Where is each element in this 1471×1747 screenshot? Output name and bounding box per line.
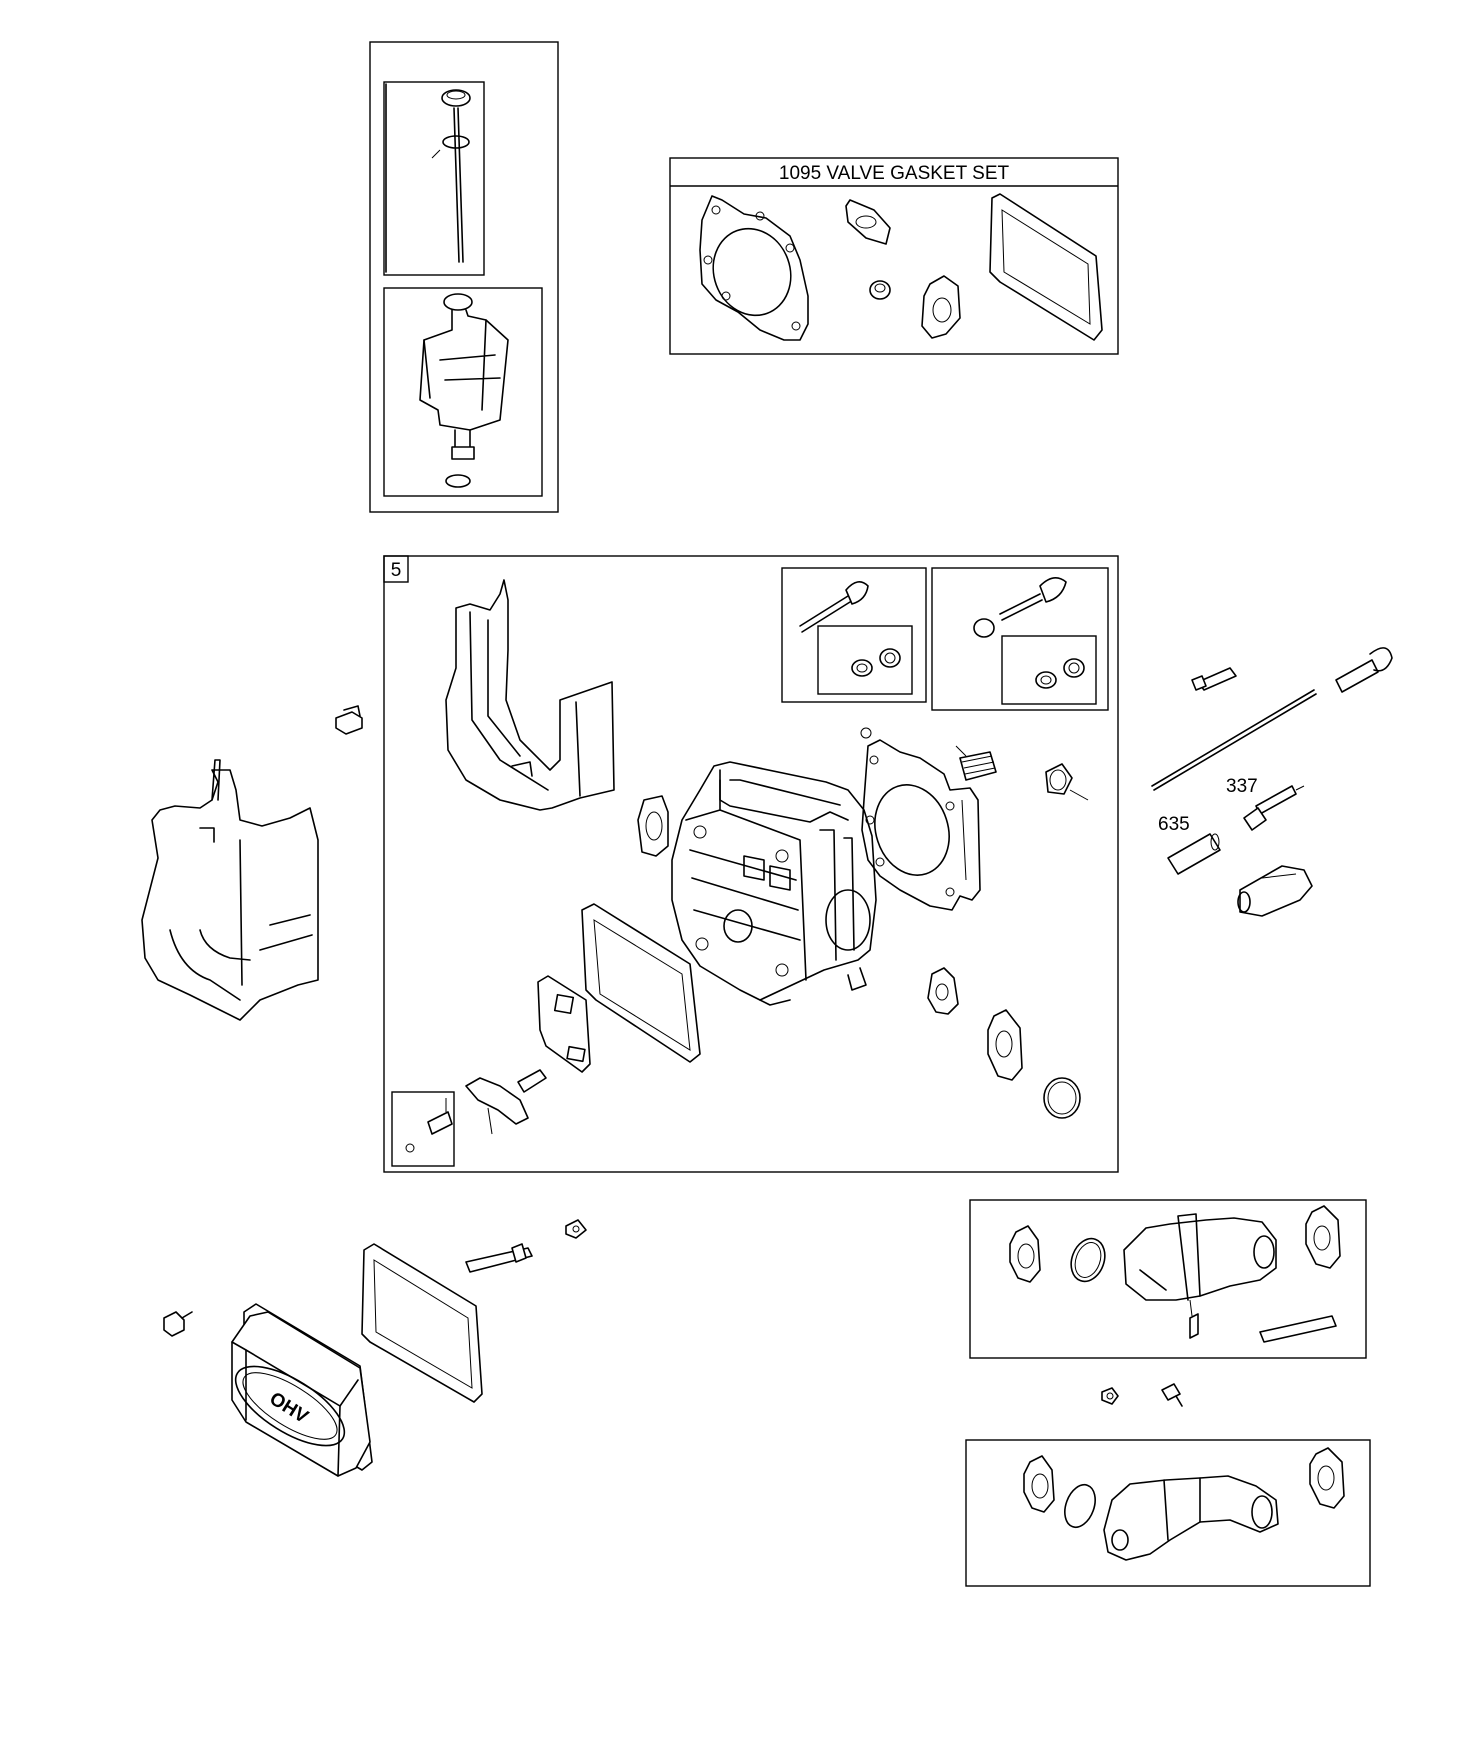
intake-manifold-box-1 [969,1199,1367,1359]
head-gasket [699,195,809,341]
gasket-set-title: 1095 VALVE GASKET SET [779,163,1010,184]
bolt-left [335,705,363,735]
exhaust-gasket-small [927,967,959,1015]
inset-box-fastener [391,1091,455,1167]
oil-fill-group [369,41,559,513]
valve-spring-1 [955,745,997,781]
o-ring [1043,1077,1081,1119]
valve-box-exhaust [931,567,1109,711]
port-gasket [637,795,669,857]
cover-gasket [361,1243,483,1403]
rocker-arm [465,1077,529,1135]
valve-right [1335,647,1393,693]
oil-fill-tube-box [383,287,543,497]
intake-manifold-box-2 [965,1439,1371,1587]
blower-housing-left [141,759,319,1021]
valve-seal [869,280,891,300]
cover-bolt [163,1311,193,1337]
cover-nut [565,1219,587,1239]
callout-337: 337 [1226,776,1258,797]
rocker-cover-group: OHV [163,1219,587,1477]
valve-gasket-set: 1095 VALVE GASKET SET [669,157,1119,355]
rocker-gasket-kit [581,903,701,1063]
head-gasket-kit [861,739,981,911]
breather-plate [537,975,591,1073]
kit-number: 5 [391,560,402,581]
spark-plug: 337 [1226,776,1305,831]
small-gasket [845,199,891,245]
dipstick-box [383,81,485,276]
manifold-fasteners [1101,1383,1183,1407]
breather-stud [517,1069,547,1093]
exhaust-gasket [987,1009,1023,1081]
air-guide [445,579,615,811]
fitting [1189,1313,1199,1339]
spark-plug-boot: 635 [1158,814,1221,875]
valve-box-intake [781,567,927,703]
valve-spring-2 [1045,763,1089,801]
cylinder-head-kit: 5 [383,555,1119,1173]
intake-manifold-1 [1123,1213,1277,1317]
intake-gasket [921,275,961,339]
intake-manifold-2 [1103,1475,1279,1561]
callout-635: 635 [1158,814,1190,835]
pushrod [1151,689,1315,787]
manifold-stud [1259,1315,1337,1343]
cylinder-head [671,761,877,1006]
cover-stud [465,1247,533,1273]
rocker-cover-gasket [989,193,1103,341]
right-side-parts: 337 635 [1151,647,1393,917]
spark-plug-cap [1237,865,1313,917]
rocker-cover: OHV [231,1303,373,1477]
